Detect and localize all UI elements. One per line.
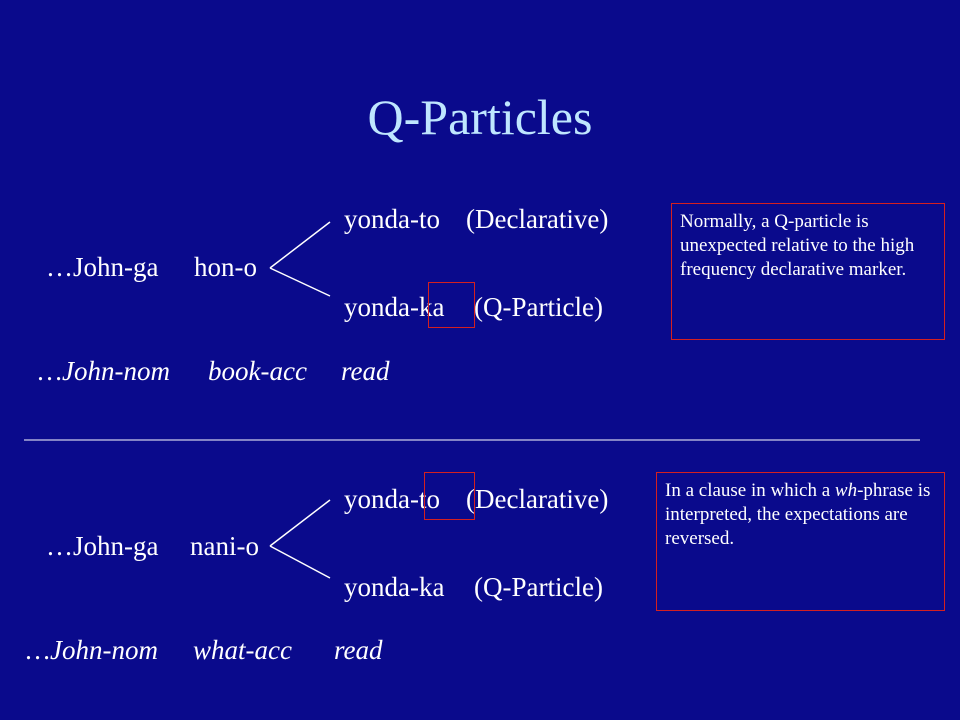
ex2-branch-bottom-word: yonda-ka	[344, 572, 445, 602]
ex2-branch-top-label: (Declarative)	[466, 484, 609, 514]
ex1-object: hon-o	[194, 252, 257, 282]
ex2-gloss-verb: read	[334, 635, 383, 665]
ex1-gloss-object: book-acc	[208, 356, 307, 386]
ex1-highlight-ka-box	[428, 282, 475, 328]
ex2-gloss-subject: …John-nom	[26, 635, 158, 665]
ex2-gloss-object: what-acc	[193, 635, 292, 665]
ex2-note-before: In a clause in which a	[665, 480, 835, 501]
ex1-gloss-verb: read	[341, 356, 390, 386]
ex1-gloss-subject: …John-nom	[38, 356, 170, 386]
ex1-branch-bottom-word: yonda-ka	[344, 292, 445, 322]
ex1-note-box: Normally, a Q-particle is unexpected rel…	[671, 203, 945, 340]
ex1-subject: …John-ga	[46, 252, 159, 282]
ex2-note-box: In a clause in which a wh-phrase is inte…	[656, 472, 945, 611]
ex2-subject: …John-ga	[46, 531, 159, 561]
slide-title: Q-Particles	[367, 89, 593, 145]
ex2-object: nani-o	[190, 531, 259, 561]
ex2-note-after: -phrase is interpreted, the expectations…	[665, 480, 931, 549]
ex2-highlight-to-box	[424, 472, 475, 520]
ex2-branch-bottom-label: (Q-Particle)	[474, 572, 603, 602]
ex2-note-emphasis: wh	[834, 480, 858, 501]
ex1-branch-top-word: yonda-to	[344, 204, 440, 234]
ex1-branch-top-label: (Declarative)	[466, 204, 609, 234]
ex2-branch-top-word: yonda-to	[344, 484, 440, 514]
ex1-branch-bottom-label: (Q-Particle)	[474, 292, 603, 322]
